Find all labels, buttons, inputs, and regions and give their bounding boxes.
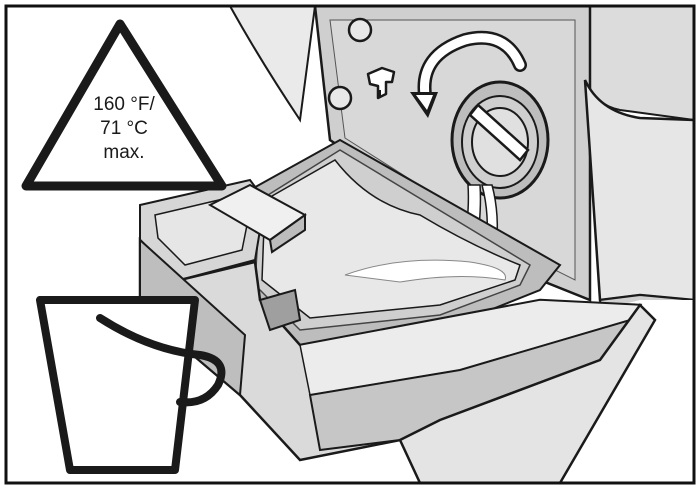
warning-temp-celsius: 71 °C [100,118,148,139]
faucet-symbol-icon [366,66,396,100]
warning-triangle-icon: 160 °F/ 71 °C max. [21,19,227,191]
panel-buttons [327,17,373,111]
illustration-frame [4,4,696,485]
warning-temp-fahrenheit: 160 °F/ [93,94,155,115]
bucket-icon [36,296,226,474]
drain-plug-icon [450,80,550,200]
panel-button-bottom [327,85,353,111]
warning-max-label: max. [103,142,144,163]
rotate-arrow-icon [410,30,527,118]
panel-button-top [347,17,373,43]
